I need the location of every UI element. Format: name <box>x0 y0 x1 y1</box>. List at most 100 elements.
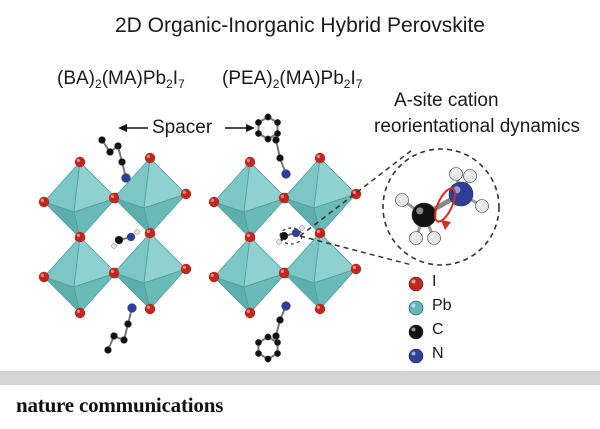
legend-label-iodine: I <box>432 273 437 290</box>
carbon-atom <box>120 336 128 344</box>
atom-highlight <box>76 309 80 313</box>
inorganic-octahedra-layer <box>38 152 362 319</box>
octahedron-face <box>313 268 358 310</box>
carbon-atom <box>255 339 262 346</box>
zoom-source-marker <box>279 227 303 245</box>
rotation-arrowhead <box>441 220 451 230</box>
legend-swatch-highlight <box>411 303 416 308</box>
atom-highlight <box>210 273 214 277</box>
atom-highlight <box>110 269 114 273</box>
hydrogen-atom <box>449 167 463 181</box>
zoom-line-lower <box>299 235 413 266</box>
nitrogen-atom <box>121 173 131 183</box>
carbon-atom <box>264 113 272 121</box>
iodine-atom <box>144 152 156 164</box>
figure-title: 2D Organic-Inorganic Hybrid Perovskite <box>115 14 485 37</box>
atom-highlight <box>110 194 114 198</box>
octahedron-face <box>313 193 358 235</box>
organic-molecules-layer <box>98 113 305 363</box>
atom-highlight <box>429 233 434 238</box>
carbon-atom <box>106 148 114 156</box>
atom-highlight <box>246 158 250 162</box>
nitrogen-atom <box>127 303 137 313</box>
atom-highlight <box>352 190 356 194</box>
atom-highlight <box>316 154 320 158</box>
legend-swatch <box>408 348 424 364</box>
footer-bar <box>0 385 600 429</box>
carbon-atom <box>276 316 284 324</box>
atom-highlight <box>280 269 284 273</box>
iodine-atom <box>74 156 86 168</box>
iodine-atom <box>208 271 220 283</box>
iodine-atom <box>244 307 256 319</box>
legend-swatch-highlight <box>411 351 416 356</box>
carbon-atom <box>274 350 281 357</box>
carbon-atom <box>114 235 124 245</box>
carbon-atom <box>272 136 280 144</box>
iodine-atom <box>144 227 156 239</box>
iodine-atom <box>108 192 120 204</box>
atom-highlight <box>411 233 416 238</box>
atom-highlight <box>76 233 80 237</box>
octahedron-face <box>73 272 118 314</box>
octahedron-face <box>243 272 288 314</box>
octahedron <box>38 156 122 244</box>
legend-swatch <box>408 276 424 292</box>
hydrogen-atom <box>463 169 477 183</box>
octahedron-face <box>73 197 118 239</box>
iodine-atom <box>38 271 50 283</box>
iodine-atom <box>208 196 220 208</box>
carbon-atom <box>255 119 262 126</box>
octahedron <box>278 152 362 240</box>
carbon-atom <box>264 355 272 363</box>
asite-label-line1: A-site cation <box>394 90 499 111</box>
asite-label-line2: reorientational dynamics <box>374 116 580 137</box>
legend-label-nitrogen: N <box>432 345 444 362</box>
nitrogen-atom <box>126 232 136 242</box>
iodine-atom <box>314 303 326 315</box>
octahedron <box>278 227 362 315</box>
iodine-atom <box>74 231 86 243</box>
hydrogen-atom <box>134 229 140 235</box>
formula-pea: (PEA)2(MA)Pb2I7 <box>222 68 363 91</box>
atom-highlight <box>316 229 320 233</box>
atom-highlight <box>146 154 150 158</box>
atom-highlight <box>210 198 214 202</box>
octahedron-face <box>143 193 188 235</box>
octahedron <box>108 152 192 240</box>
carbon-atom <box>276 154 284 162</box>
carbon-atom <box>98 136 106 144</box>
spacer-arrowhead-left <box>118 124 127 132</box>
legend-swatch <box>408 300 424 316</box>
hydrogen-atom <box>395 193 409 207</box>
atom-highlight <box>316 305 320 309</box>
atom-highlight <box>416 207 424 215</box>
atom-highlight <box>477 201 482 206</box>
octahedron <box>108 227 192 315</box>
atom-highlight <box>397 195 402 200</box>
legend-swatch <box>408 324 424 340</box>
octahedron-face <box>143 268 188 310</box>
iodine-atom <box>74 307 86 319</box>
carbon-atom <box>411 202 437 228</box>
iodine-atom <box>314 227 326 239</box>
carbon-atom <box>264 135 272 143</box>
journal-name[interactable]: nature communications <box>16 393 224 417</box>
octahedron <box>208 231 292 319</box>
carbon-atom <box>255 350 262 357</box>
atom-highlight <box>182 265 186 269</box>
carbon-atom <box>274 339 281 346</box>
legend-label-carbon: C <box>432 321 444 338</box>
iodine-atom <box>314 152 326 164</box>
rotation-arrow-ring <box>434 187 456 223</box>
carbon-atom <box>124 320 132 328</box>
carbon-atom <box>255 130 262 137</box>
iodine-atom <box>38 196 50 208</box>
iodine-atom <box>244 231 256 243</box>
carbon-atom <box>110 332 118 340</box>
methylammonium-molecule <box>395 167 489 245</box>
octahedron-face <box>243 197 288 239</box>
carbon-atom <box>104 346 112 354</box>
carbon-atom <box>114 142 122 150</box>
